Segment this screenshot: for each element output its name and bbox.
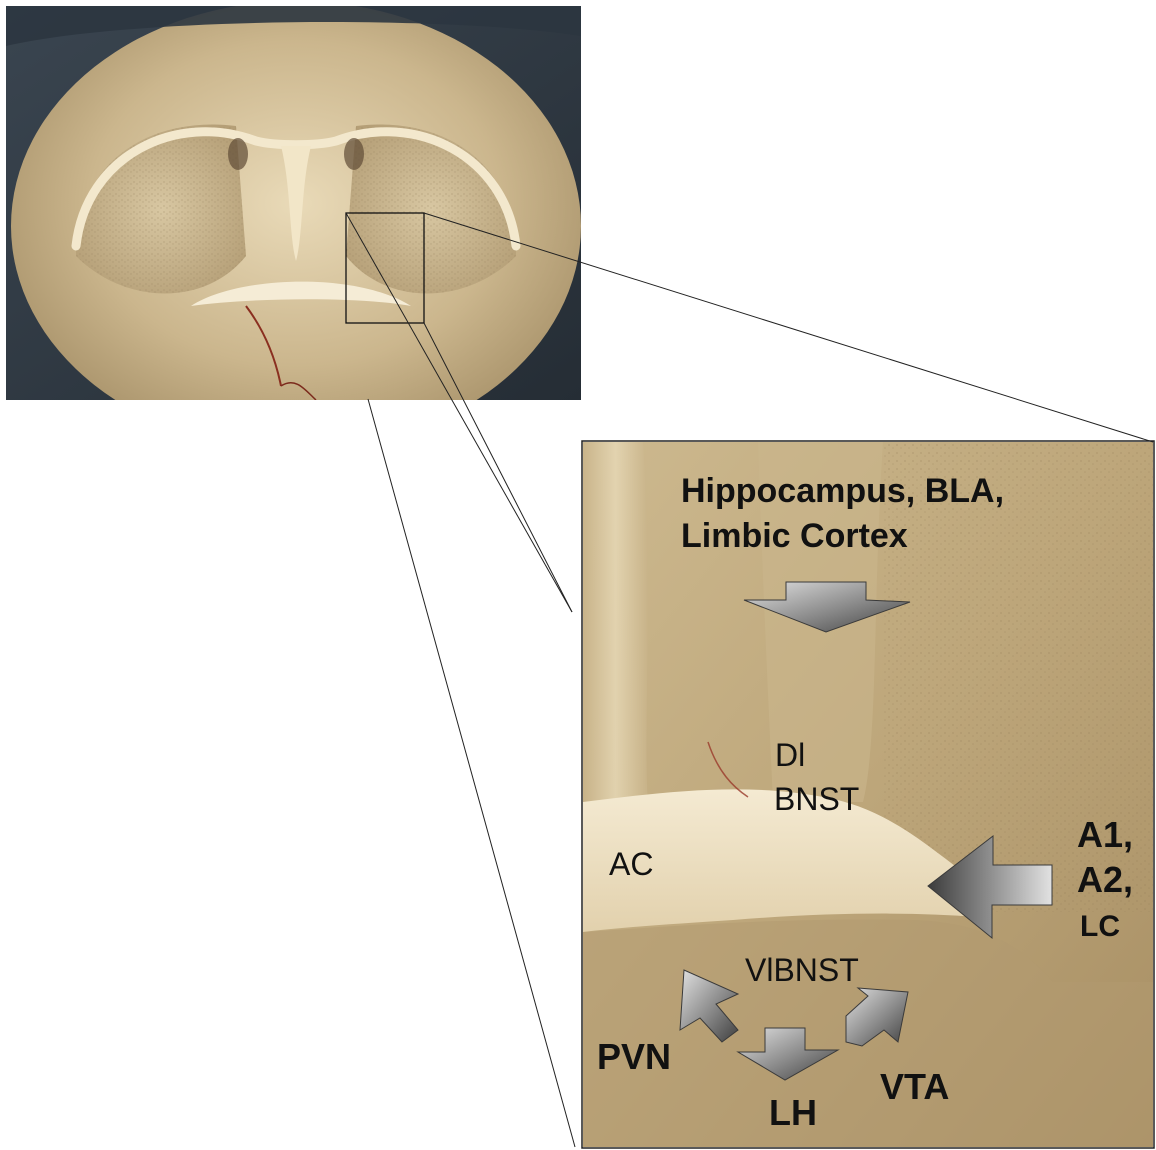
arrow-output-pvn [680, 970, 738, 1042]
vta-label: VTA [880, 1067, 949, 1107]
arrow-limbic-input [744, 582, 910, 632]
ac-label: AC [609, 847, 653, 883]
a1-label: A1, [1077, 815, 1133, 855]
arrow-output-lh [738, 1028, 838, 1080]
dlbnst-label-line2: BNST [774, 782, 859, 818]
lh-label: LH [769, 1093, 817, 1133]
zoom-connector-line [368, 399, 575, 1147]
afferent-source-label: Hippocampus, BLA, [681, 472, 1004, 510]
vlbnst-label: VlBNST [745, 953, 859, 989]
a2-label: A2, [1077, 860, 1133, 900]
zoom-connector-line [424, 323, 572, 612]
zoom-connector-line [346, 213, 572, 612]
lc-label: LC [1080, 910, 1120, 944]
afferent-source-label-line2: Limbic Cortex [681, 517, 908, 555]
arrow-output-vta [846, 988, 908, 1046]
arrow-noradrenergic-input [928, 836, 1052, 938]
pvn-label: PVN [597, 1037, 671, 1077]
zoom-connector-line [424, 213, 1153, 442]
dlbnst-label-line1: Dl [775, 738, 805, 774]
